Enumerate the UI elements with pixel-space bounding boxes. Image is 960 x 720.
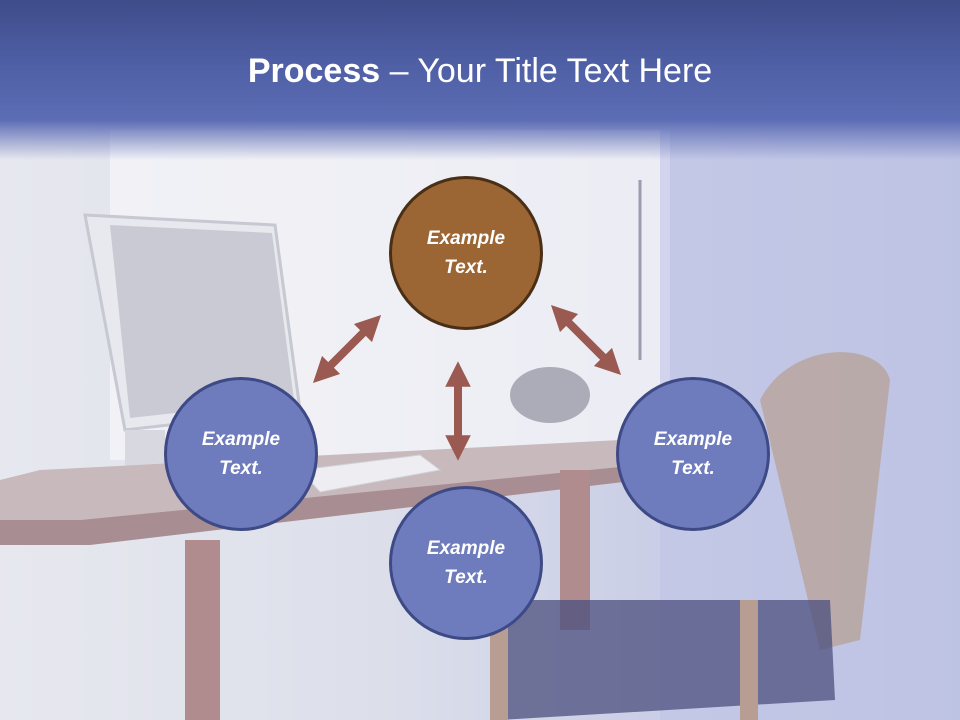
arrow-top-left bbox=[312, 314, 382, 384]
arrow-top-right bbox=[550, 304, 622, 376]
slide-title: Process – Your Title Text Here bbox=[0, 52, 960, 91]
title-band bbox=[0, 0, 960, 160]
title-rest: – Your Title Text Here bbox=[380, 52, 713, 90]
node-top-label: Example Text. bbox=[426, 228, 506, 278]
node-left-label: Example Text. bbox=[201, 429, 281, 479]
node-top: Example Text. bbox=[389, 176, 543, 330]
title-bold: Process bbox=[247, 52, 381, 90]
node-bottom-label: Example Text. bbox=[426, 538, 506, 588]
node-right: Example Text. bbox=[616, 377, 770, 531]
node-bottom: Example Text. bbox=[389, 486, 543, 640]
node-left: Example Text. bbox=[164, 377, 318, 531]
node-right-label: Example Text. bbox=[653, 429, 733, 479]
